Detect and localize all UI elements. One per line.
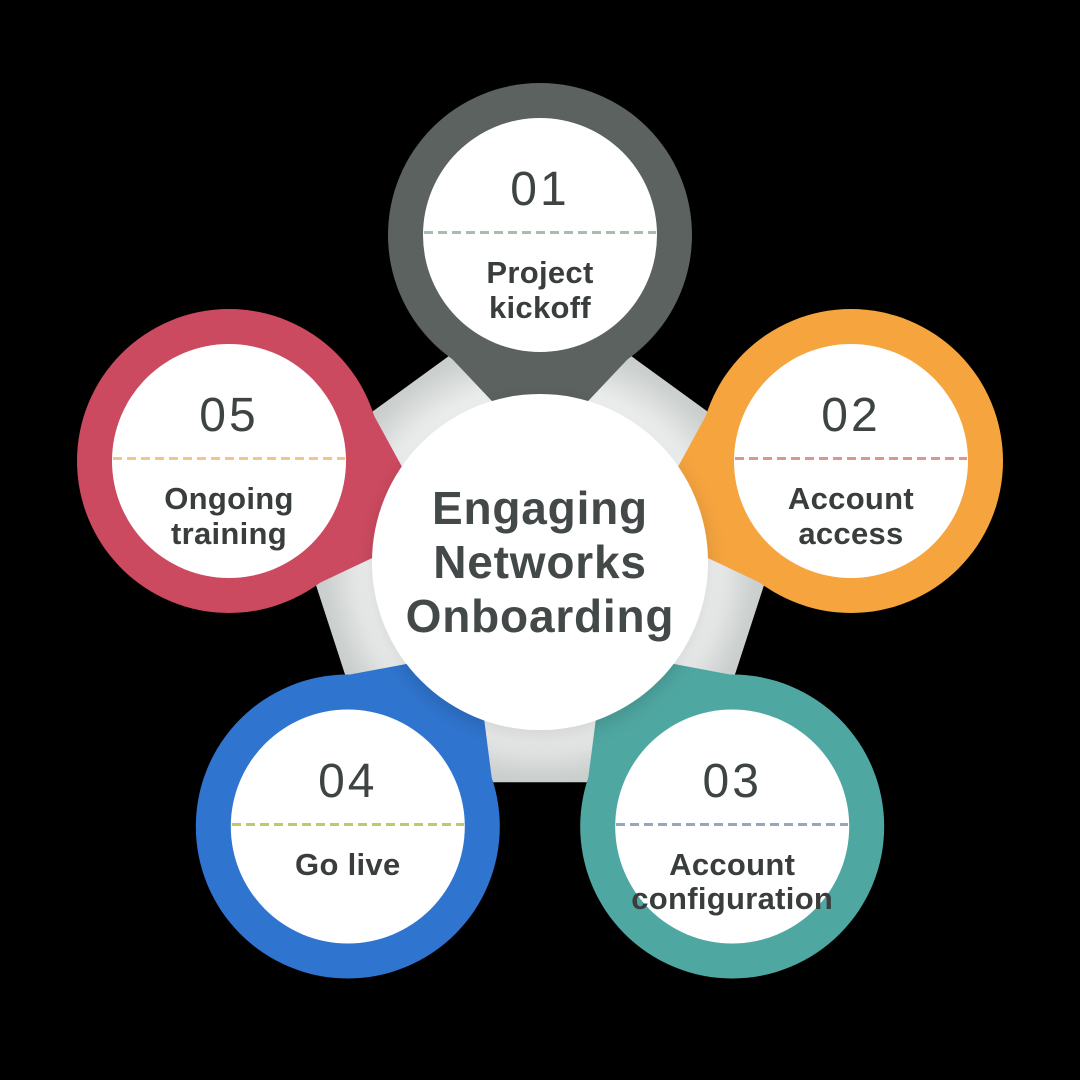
step-inner-circle bbox=[112, 344, 346, 578]
step-circle-02 bbox=[644, 309, 1003, 613]
center-circle bbox=[372, 394, 708, 730]
step-inner-circle bbox=[615, 709, 850, 944]
step-inner-circle bbox=[423, 118, 657, 352]
step-circle-04 bbox=[195, 651, 500, 979]
step-inner-circle bbox=[734, 344, 968, 578]
step-circle-01 bbox=[388, 83, 692, 452]
step-inner-circle bbox=[230, 709, 465, 944]
